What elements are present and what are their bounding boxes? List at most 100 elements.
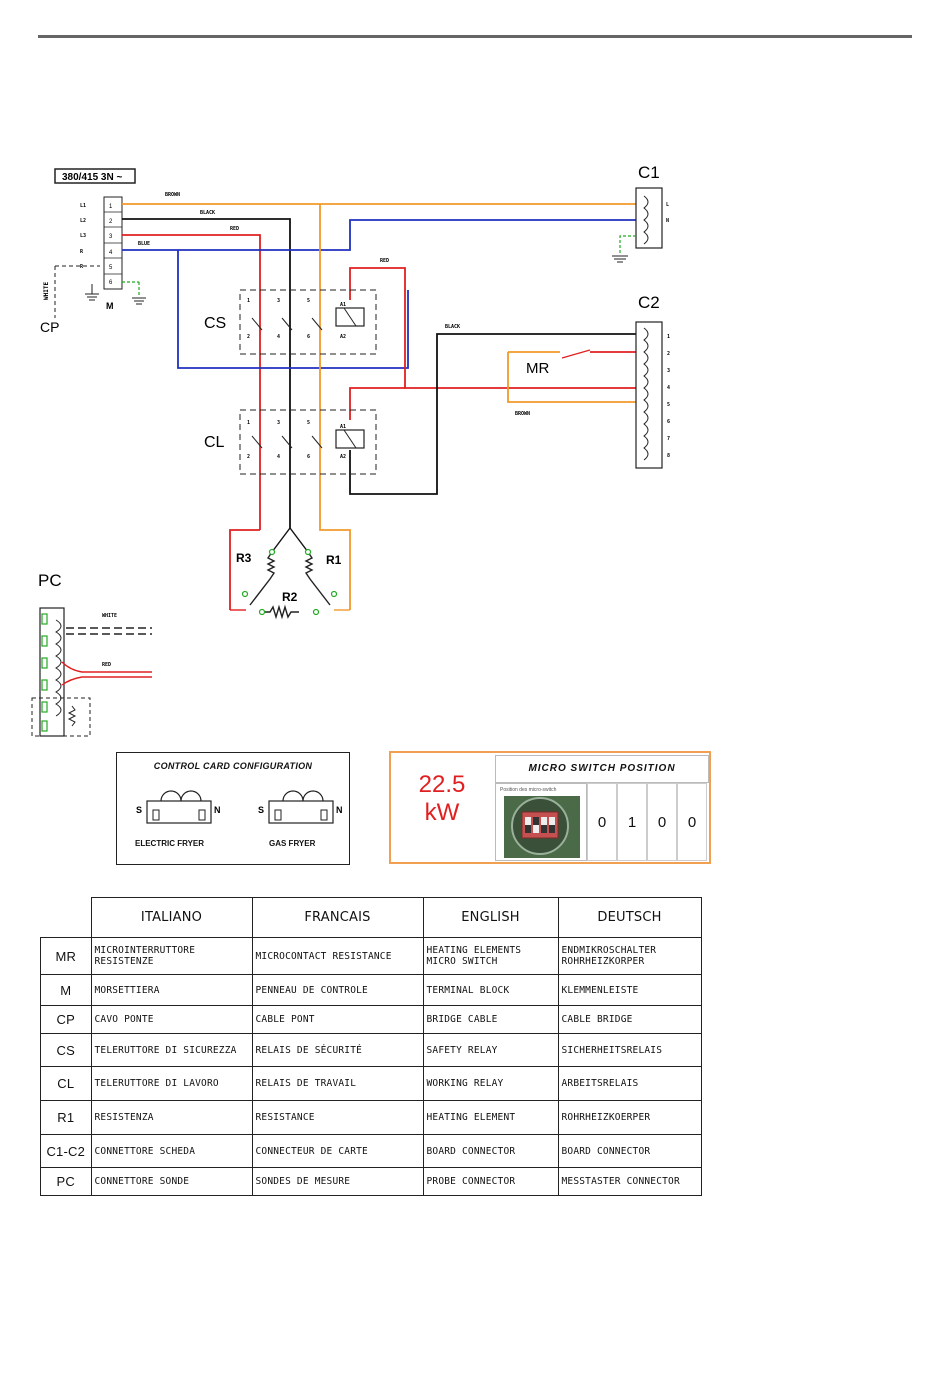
legend-code: R1 [40,1100,92,1135]
terminal-num-2: 2 [109,219,113,225]
table-row: C1-C2 CONNETTORE SCHEDA CONNECTEUR DE CA… [40,1134,702,1168]
connector-gas-icon [268,800,334,824]
legend-code: CL [40,1066,92,1101]
label-cs: CS [204,315,226,332]
wire-label-black: BLACK [200,210,215,216]
wiring-diagram: 380/415 3N ~ 1 2 3 4 5 6 L1 L2 L3 R R M … [31,163,670,737]
phase-r2: R [80,264,84,270]
micro-switch-header: MICRO SWITCH POSITION [495,755,709,783]
legend-it: CAVO PONTE [90,1005,253,1034]
cs-pin-6: 6 [307,334,310,340]
table-row: CL TELERUTTORE DI LAVORO RELAIS DE TRAVA… [40,1066,702,1101]
legend-fr: RELAIS DE TRAVAIL [251,1066,424,1101]
c2-pin-6: 6 [667,419,670,425]
c1-pin-l: L [666,202,669,208]
left-pin-n: N [214,805,221,815]
legend-fr: MICROCONTACT RESISTANCE [251,937,424,975]
c2-pin-4: 4 [667,385,670,391]
earth-icon [122,281,146,305]
cl-pin-4: 4 [277,454,280,460]
wire-label-black-right: BLACK [445,324,460,330]
legend-de: KLEMMENLEISTE [557,974,702,1006]
cs-pin-a1: A1 [340,302,346,308]
terminal-label-m: M [106,301,114,311]
pc-contacts [55,619,62,717]
legend-code: C1-C2 [40,1134,92,1168]
label-cp: CP [40,319,59,335]
terminal-num-4: 4 [109,250,113,256]
table-row: PC CONNETTORE SONDE SONDES DE MESURE PRO… [40,1167,702,1196]
cl-pin-6: 6 [307,454,310,460]
element-terminals [241,548,338,616]
legend-de: SICHERHEITSRELAIS [557,1033,702,1067]
legend-it: TELERUTTORE DI LAVORO [90,1066,253,1101]
supply-label-box [54,168,136,184]
wire-label-blue: BLUE [138,241,150,247]
connector-c2 [635,321,663,469]
legend-code: CS [40,1033,92,1067]
wire-label-brown-right: BROWN [515,411,530,417]
legend-it: TELERUTTORE DI SICUREZZA [90,1033,253,1067]
label-r1: R1 [326,553,342,567]
phase-l2: L2 [80,218,86,224]
resistor-r1-icon [304,551,331,606]
resistor-r2-icon [262,604,299,620]
micro-switch-panel: 22.5 kW MICRO SWITCH POSITION Position d… [389,751,711,864]
wire-blue-coil [177,250,409,369]
wire-red-cl-coil [349,387,405,420]
cs-pin-a2: A2 [340,334,346,340]
label-r3: R3 [236,551,252,565]
switch-position-4: 0 [677,783,707,861]
legend-de: MESSTASTER CONNECTOR [557,1167,702,1196]
pin-icon [320,809,328,821]
table-row: CP CAVO PONTE CABLE PONT BRIDGE CABLE CA… [40,1005,702,1034]
legend-it: MORSETTIERA [90,974,253,1006]
jumper-gas-icon [282,790,324,802]
cl-pin-2: 2 [247,454,250,460]
legend-de: ROHRHEIZKOERPER [557,1100,702,1135]
pc-pins [41,613,48,732]
pin-icon [198,809,206,821]
pin-icon [152,809,160,821]
terminal-num-5: 5 [109,265,113,271]
legend-en: SAFETY RELAY [422,1033,559,1067]
left-pin-s: S [136,805,142,815]
cl-pin-a2: A2 [340,454,346,460]
legend-fr: RESISTANCE [251,1100,424,1135]
connector-c2-pins [643,327,649,461]
terminal-num-1: 1 [109,204,113,210]
caption-gas-fryer: GAS FRYER [269,839,316,848]
photo-caption: Position des micro-switch [500,787,557,793]
jumper-electric-icon [160,790,202,802]
phase-r1: R [80,249,84,255]
legend-fr: CABLE PONT [251,1005,424,1034]
connector-c1-pins [643,195,649,245]
table-row: MR MICROINTERRUTTORE RESISTENZE MICROCON… [40,937,702,975]
power-value: 22.5 [418,771,466,798]
pc-label-red: RED [102,662,111,668]
pc-sensor-box [31,697,91,737]
table-row: M MORSETTIERA PENNEAU DE CONTROLE TERMIN… [40,974,702,1006]
terminal-dividers [104,211,122,275]
relay-cl-coil-mark [343,429,357,449]
legend-it: CONNETTORE SONDE [90,1167,253,1196]
phase-l1: L1 [80,203,86,209]
relay-cs-coil-mark [343,307,357,327]
mr-switch-blade [561,349,591,359]
legend-table: ITALIANO FRANCAIS ENGLISH DEUTSCH MR MIC… [40,897,702,1196]
legend-code: MR [40,937,92,975]
pc-wire-red-2 [61,676,152,686]
c1-pin-n: N [666,218,669,224]
cl-pin-1: 1 [247,420,250,426]
pc-wire-red-1 [61,661,152,673]
legend-en: BOARD CONNECTOR [422,1134,559,1168]
pc-label-white: WHITE [102,613,117,619]
legend-code: PC [40,1167,92,1196]
heating-elements [230,527,350,620]
legend-de: ARBEITSRELAIS [557,1066,702,1101]
control-card-panel: CONTROL CARD CONFIGURATION S N S N ELECT… [116,752,350,865]
wire-orange-r1 [319,204,351,610]
legend-code: CP [40,1005,92,1034]
power-unit: kW [424,799,460,826]
label-r2: R2 [282,590,298,604]
